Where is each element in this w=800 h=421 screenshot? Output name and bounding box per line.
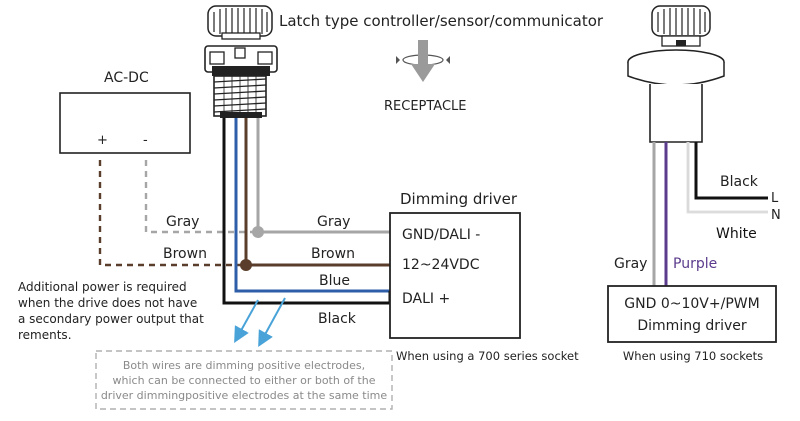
brown-left-label: Brown [163, 246, 207, 262]
blue-label: Blue [319, 273, 350, 289]
minus-label: - [143, 133, 148, 148]
right-box-line-2: Dimming driver [637, 318, 746, 334]
right-dimming-driver-box [607, 285, 777, 343]
caption-700: When using a 700 series socket [396, 349, 579, 363]
gray-left-label: Gray [166, 214, 199, 230]
rotate-arrow-icon [396, 40, 450, 82]
socket-710-icon [627, 5, 725, 143]
blue-arrow-icon [234, 299, 259, 343]
plus-label: + [97, 133, 108, 148]
blue-wire [234, 118, 390, 293]
latch-controller-icon [204, 5, 278, 118]
ac-dc-box [59, 92, 191, 154]
L-label: L [771, 191, 779, 206]
black-right-label: Black [720, 174, 759, 190]
caption-710: When using 710 sockets [623, 349, 763, 363]
N-label: N [771, 208, 781, 223]
gray-junction [252, 226, 264, 238]
additional-power-line-3: a secondary power output that [18, 312, 204, 326]
voltage-label: 12~24VDC [402, 257, 480, 273]
dimming-driver-title: Dimming driver [400, 190, 518, 208]
additional-power-line-2: when the drive does not have [18, 296, 197, 310]
gray-mid-label: Gray [317, 214, 350, 230]
brown-junction [240, 259, 252, 271]
note-line-2: which can be connected to either or both… [113, 374, 376, 387]
black-wire [222, 118, 392, 305]
gray-right-label: Gray [614, 256, 647, 272]
blue-arrow-icon [258, 297, 286, 348]
dimming-driver-box [389, 212, 521, 339]
brown-mid-label: Brown [311, 246, 355, 262]
black-wire-right [694, 142, 768, 200]
latch-label: Latch type controller/sensor/communicato… [279, 12, 604, 30]
receptacle-label: RECEPTACLE [384, 99, 467, 114]
brown-wire [244, 118, 390, 267]
dali-plus-label: DALI + [402, 291, 450, 307]
purple-label: Purple [673, 256, 717, 272]
gnd-dali-label: GND/DALI - [402, 227, 480, 243]
note-line-1: Both wires are dimming positive electrod… [123, 359, 365, 372]
note-box [95, 350, 393, 410]
note-line-3: driver dimmingpositive electrodes at the… [101, 389, 388, 402]
white-wire-outline [687, 142, 768, 213]
additional-power-line-4: rements. [18, 328, 72, 342]
black-mid-label: Black [318, 311, 357, 327]
white-label: White [716, 226, 757, 242]
additional-power-line-1: Additional power is required [18, 280, 187, 294]
right-box-line-1: GND 0~10V+/PWM [624, 296, 759, 312]
ac-dc-label: AC-DC [104, 70, 149, 86]
